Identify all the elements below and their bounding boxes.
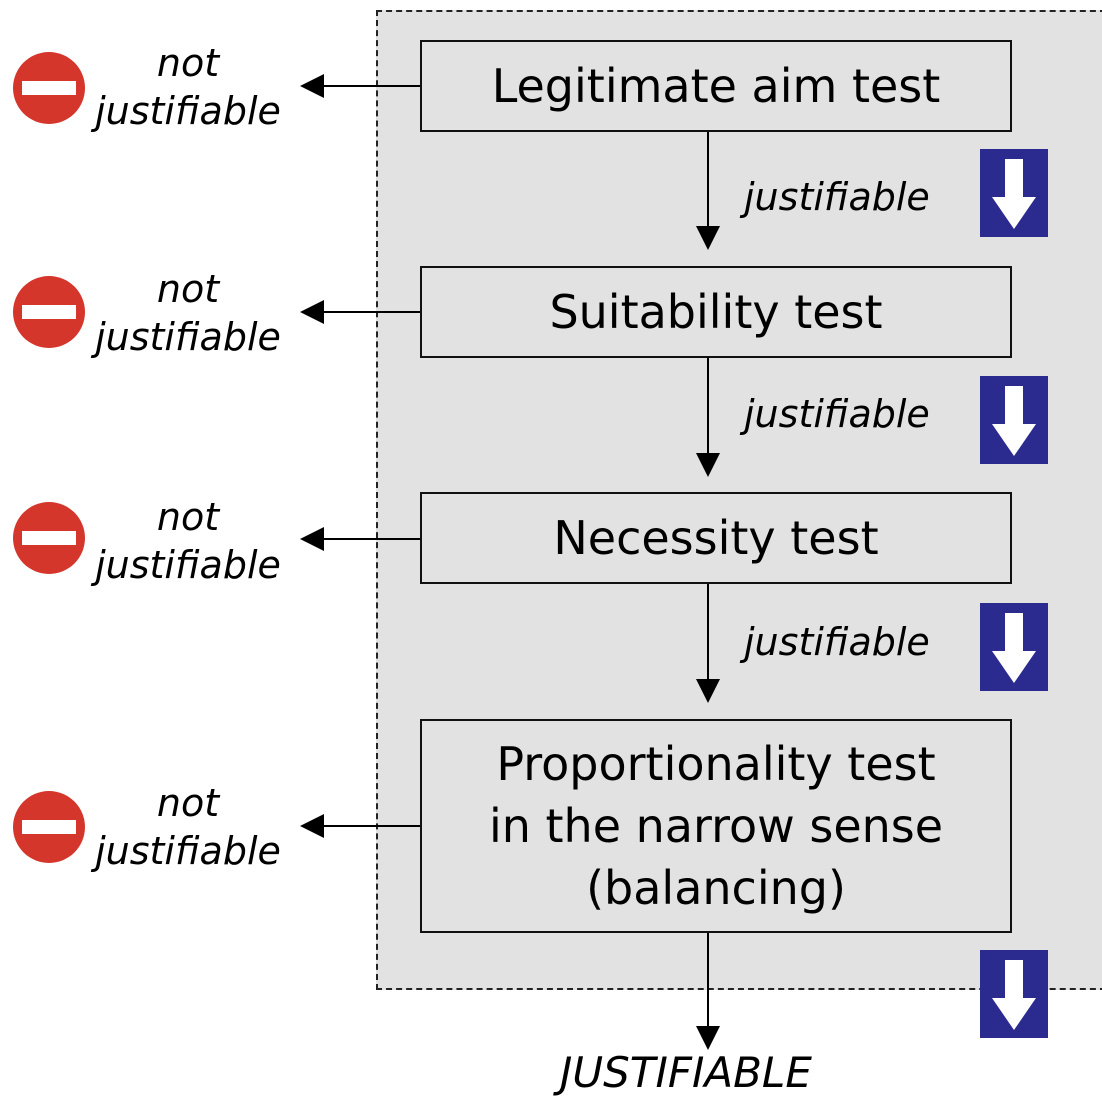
pass-arrowhead-4 — [696, 1026, 720, 1050]
final-result-label: JUSTIFIABLE — [560, 1048, 812, 1097]
no-entry-icon — [13, 791, 85, 863]
pass-connectors — [696, 130, 720, 1050]
no-entry-icon — [13, 502, 85, 574]
fail-connectors — [300, 74, 420, 838]
step-box-proportionality: Proportionality test in the narrow sense… — [420, 719, 1012, 933]
pass-label-2: justifiable — [744, 392, 930, 436]
pass-arrowhead-1 — [696, 226, 720, 250]
fail-label-1: not justifiable — [95, 41, 281, 133]
fail-arrowhead-3 — [300, 527, 324, 551]
fail-label-4: not justifiable — [95, 781, 281, 873]
no-entry-icon — [13, 52, 85, 124]
pass-arrowhead-3 — [696, 679, 720, 703]
fail-arrowhead-1 — [300, 74, 324, 98]
pass-label-1: justifiable — [744, 175, 930, 219]
fail-label-2: not justifiable — [95, 267, 281, 359]
fail-arrowhead-2 — [300, 300, 324, 324]
down-arrow-icon — [980, 950, 1048, 1038]
step-box-necessity: Necessity test — [420, 492, 1012, 584]
fail-label-3: not justifiable — [95, 495, 281, 587]
step-box-legitimate-aim: Legitimate aim test — [420, 40, 1012, 132]
down-arrow-icon — [980, 149, 1048, 237]
down-arrow-icon — [980, 376, 1048, 464]
pass-label-3: justifiable — [744, 620, 930, 664]
pass-arrowhead-2 — [696, 453, 720, 477]
down-arrow-icon — [980, 603, 1048, 691]
fail-arrowhead-4 — [300, 814, 324, 838]
step-box-suitability: Suitability test — [420, 266, 1012, 358]
no-entry-icon — [13, 276, 85, 348]
